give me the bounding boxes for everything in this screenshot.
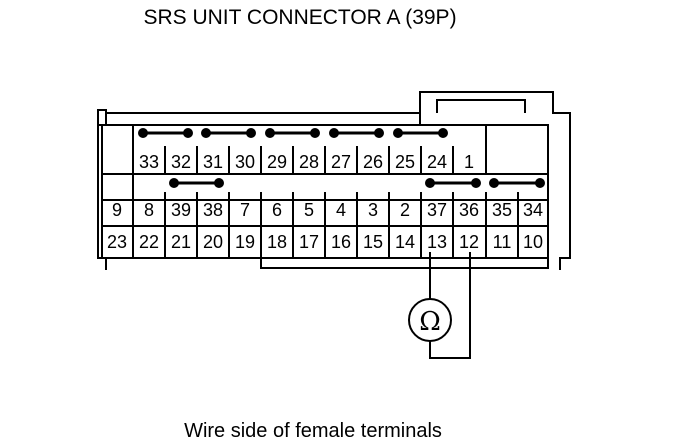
terminal-16: 16 [331,232,351,252]
terminal-17: 17 [299,232,319,252]
terminal-29: 29 [267,152,287,172]
terminal-30: 30 [235,152,255,172]
terminal-39: 39 [171,200,191,220]
shorting-bar-27-26 [329,128,384,138]
terminal-27: 27 [331,152,351,172]
shorting-bar-29-28 [265,128,320,138]
terminal-6: 6 [272,200,282,220]
terminal-32: 32 [171,152,191,172]
terminal-5: 5 [304,200,314,220]
terminal-9: 9 [112,200,122,220]
terminal-2: 2 [400,200,410,220]
probe-lead-13 [429,252,471,359]
terminal-24: 24 [427,152,447,172]
terminal-18: 18 [267,232,287,252]
terminal-14: 14 [395,232,415,252]
terminal-26: 26 [363,152,383,172]
row23-cell-dividers [132,174,519,258]
terminal-8: 8 [144,200,154,220]
terminal-35: 35 [492,200,512,220]
terminal-4: 4 [336,200,346,220]
connector-housing-outline [97,91,571,270]
terminal-11: 11 [493,232,512,252]
terminal-25: 25 [395,152,415,172]
shorting-bar-25-24 [393,128,448,138]
shorting-bar-37-36 [425,178,481,188]
row1-cell-dividers [164,146,454,174]
terminal-21: 21 [171,232,191,252]
terminal-20: 20 [203,232,223,252]
terminal-28: 28 [299,152,319,172]
row1-outline [102,125,548,175]
diagram-title: SRS UNIT CONNECTOR A (39P) [143,6,457,29]
connector-lock-tab [436,99,526,113]
ohm-symbol: Ω [419,307,441,337]
terminal-3: 3 [368,200,378,220]
terminal-12: 12 [459,232,479,252]
terminal-22: 22 [139,232,159,252]
diagram-caption: Wire side of female terminals [184,420,442,442]
terminal-36: 36 [459,200,479,220]
terminal-31: 31 [203,152,223,172]
terminal-34: 34 [523,200,543,220]
shorting-bar-33-32 [138,128,193,138]
terminal-19: 19 [235,232,255,252]
connector-bottom-recess [260,258,549,269]
terminal-10: 10 [523,232,543,252]
terminal-38: 38 [203,200,223,220]
terminal-37: 37 [427,200,447,220]
shorting-bar-39-38 [169,178,224,188]
terminal-1: 1 [464,152,474,172]
terminal-23: 23 [107,232,127,252]
ohmmeter-circle [408,298,452,342]
terminal-33: 33 [139,152,159,172]
shorting-bar-35-34 [489,178,545,188]
terminal-15: 15 [363,232,383,252]
terminal-13: 13 [427,232,447,252]
shorting-bar-31-30 [201,128,256,138]
terminal-7: 7 [240,200,250,220]
